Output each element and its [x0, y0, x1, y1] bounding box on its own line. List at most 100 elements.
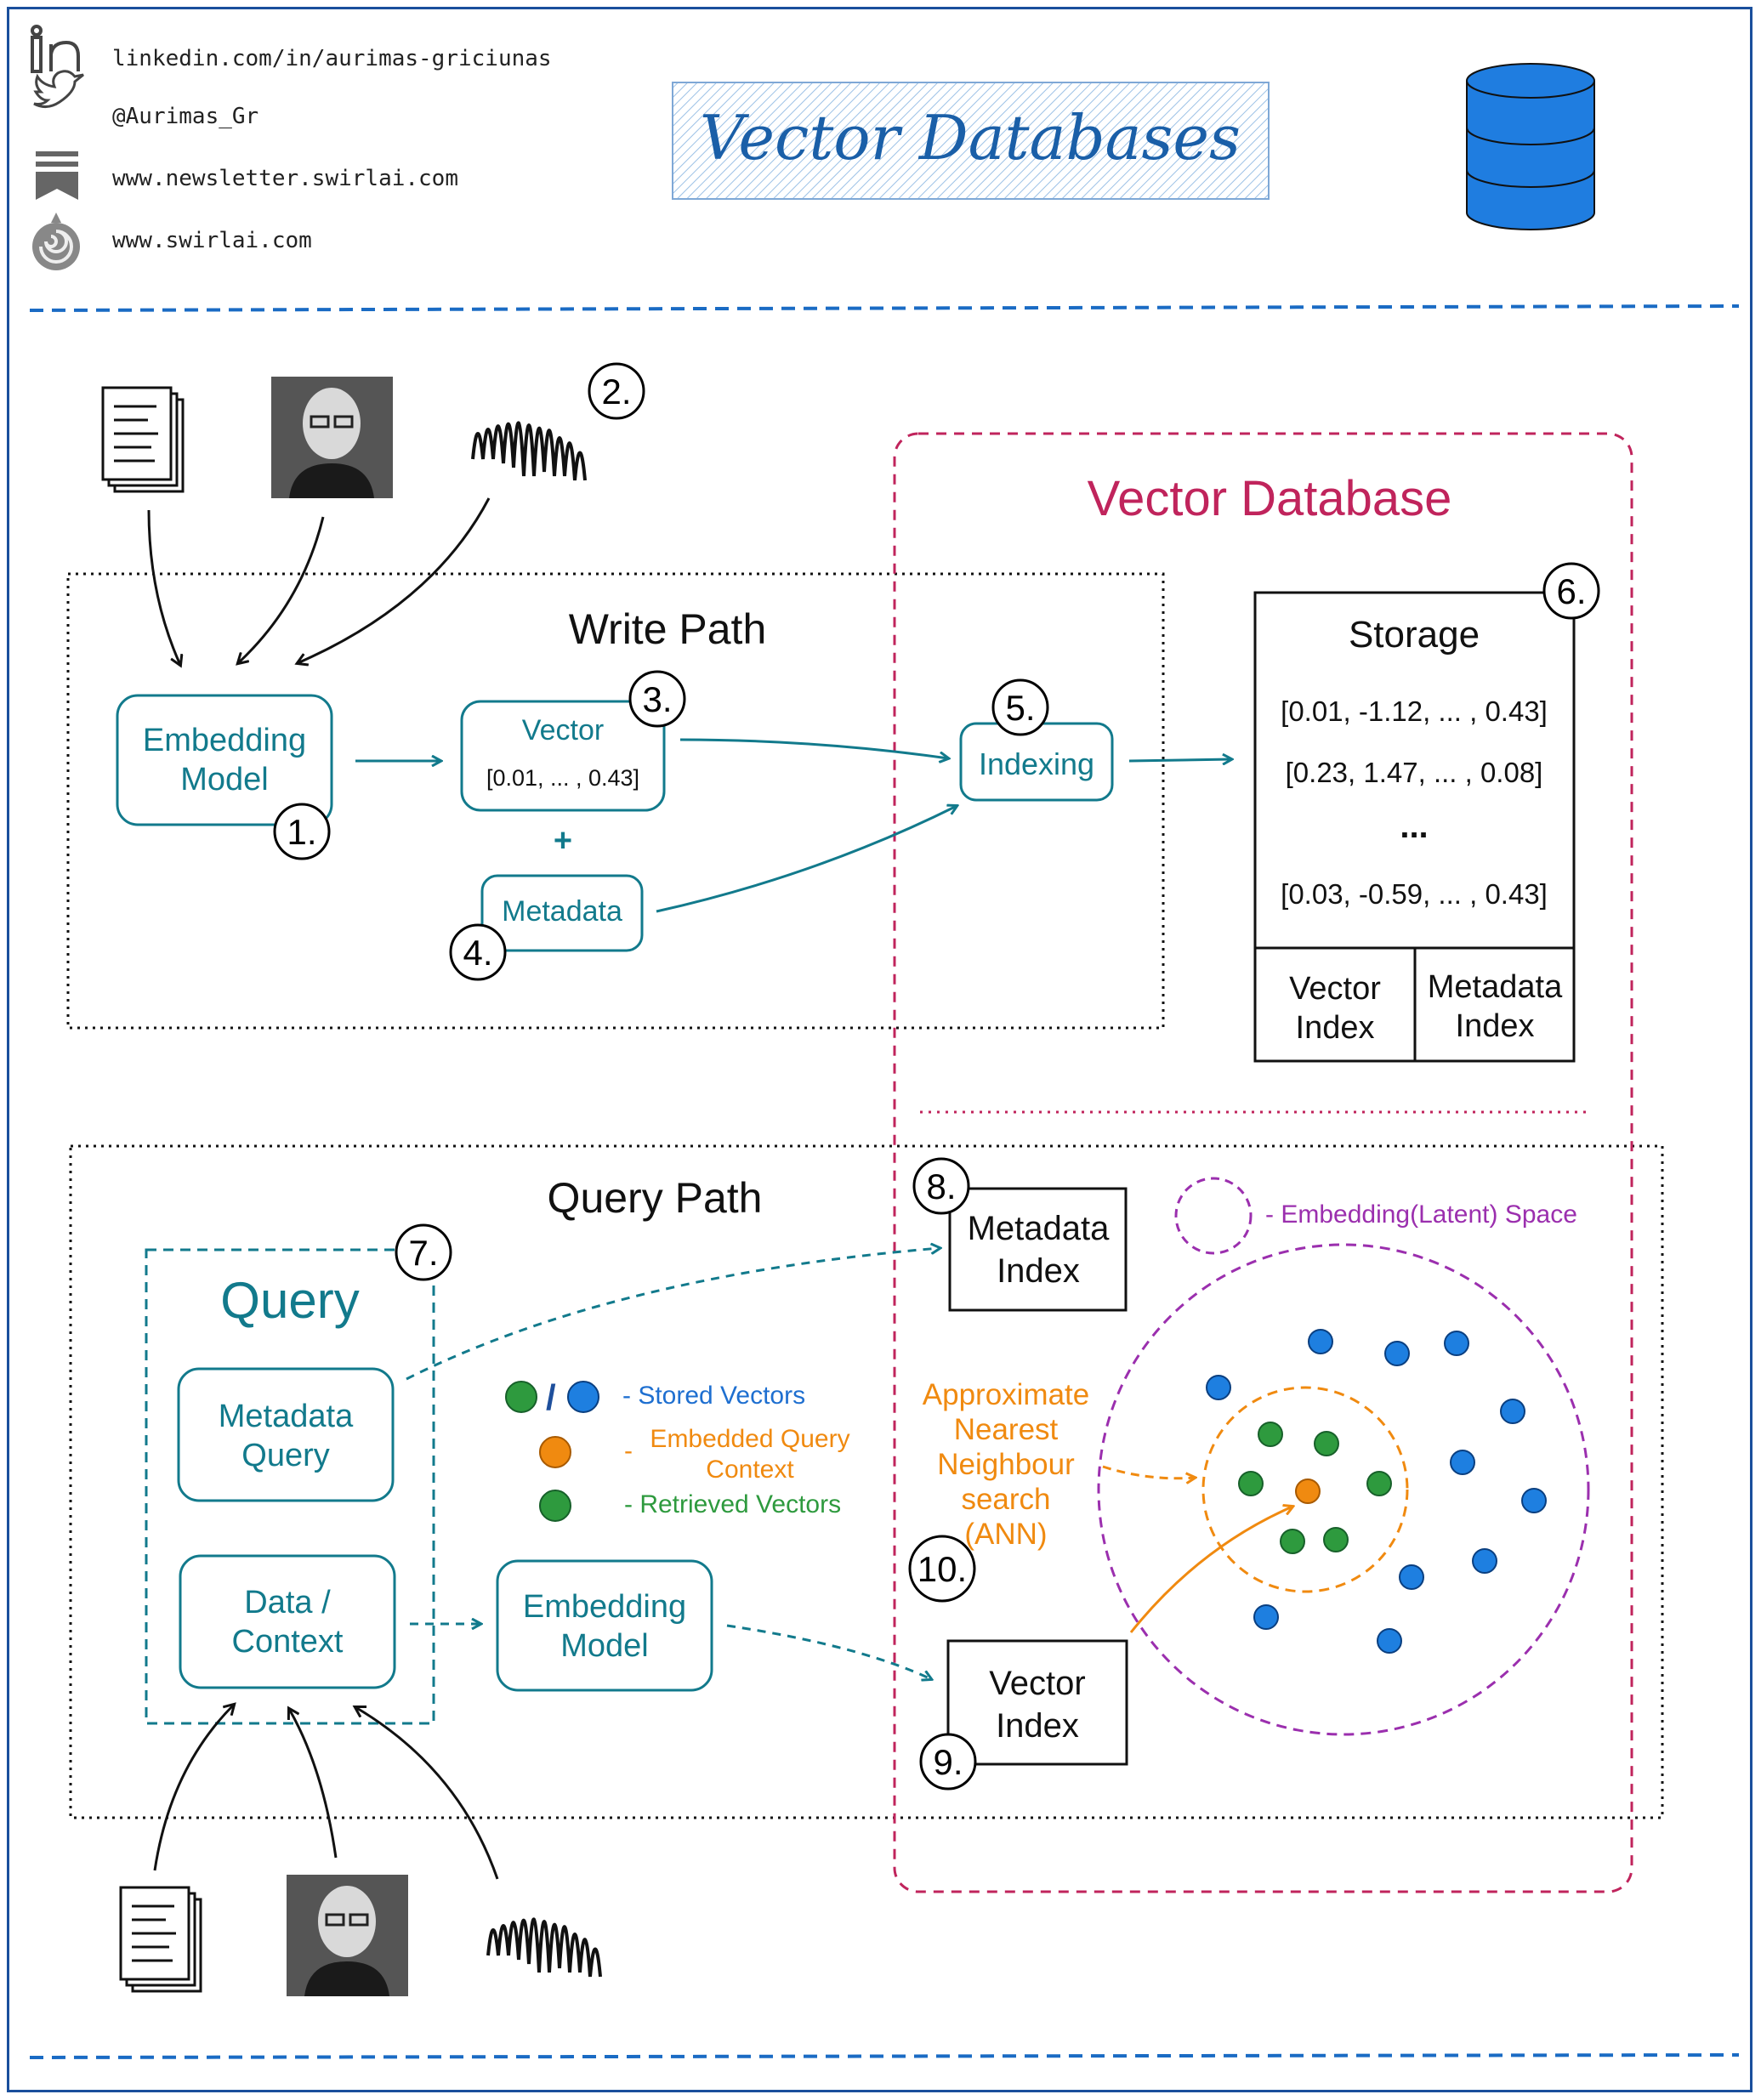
- query-metadata-index-line-2: Index: [997, 1252, 1080, 1290]
- bookmark-icon: [36, 151, 78, 200]
- doc-to-embedding-arrow: [147, 509, 180, 665]
- query-metadata-index-label: Metadata Index: [968, 1207, 1110, 1292]
- query-embedding-model-line-2: Model: [560, 1628, 649, 1664]
- stored-vector-point: [1472, 1548, 1497, 1574]
- query-metadata-index-line-1: Metadata: [967, 1210, 1110, 1247]
- stored-vector-point: [1308, 1329, 1333, 1354]
- metadata-query-label: Metadata Query: [219, 1397, 353, 1475]
- page-title: Vector Databases: [700, 102, 1241, 173]
- newsletter-link[interactable]: www.newsletter.swirlai.com: [112, 166, 458, 191]
- query-path-title: Query Path: [547, 1174, 763, 1222]
- ann-line-2: Nearest: [953, 1413, 1059, 1446]
- storage-metadata-index-line-1: Metadata: [1427, 969, 1563, 1005]
- database-icon: [1466, 63, 1595, 230]
- storage-metadata-index-line-2: Index: [1455, 1008, 1535, 1044]
- stored-vector-point: [1399, 1564, 1424, 1590]
- metadata-label: Metadata: [502, 895, 622, 928]
- query-vector-index-line-2: Index: [996, 1707, 1079, 1745]
- embedding-model-line-2: Model: [180, 762, 269, 797]
- stored-vector-point: [1206, 1375, 1231, 1400]
- legend-embedded-query-line-2: Context: [706, 1456, 794, 1484]
- legend-blue-dot: [567, 1381, 599, 1413]
- stored-vectors: [1206, 1329, 1547, 1654]
- retrieved-vector-point: [1280, 1529, 1305, 1554]
- doc-to-context-arrow: [153, 1705, 234, 1871]
- swirl-icon: [32, 213, 80, 270]
- indexing-label: Indexing: [978, 746, 1095, 781]
- metadata-to-indexing-arrow: [656, 806, 957, 913]
- person-photo: [271, 377, 393, 498]
- embedding-model-box: [116, 694, 333, 826]
- ann-line-4: search: [961, 1483, 1051, 1516]
- embedding-model-label: Embedding Model: [143, 721, 306, 799]
- data-context-label: Data / Context: [232, 1583, 344, 1661]
- retrieved-vector-point: [1314, 1431, 1339, 1456]
- storage-vector-index: [1253, 946, 1417, 1063]
- retrieved-vector-point: [1238, 1471, 1264, 1496]
- vector-database-region: [893, 432, 1633, 1893]
- query-path-region: [69, 1144, 1664, 1819]
- embedding-to-vector-index-arrow: [726, 1624, 931, 1679]
- legend-green-dot-retrieved: [539, 1490, 571, 1522]
- vector-index-to-query-point-arrow: [1129, 1507, 1292, 1633]
- badge-10: 10.: [908, 1535, 976, 1603]
- website-link[interactable]: www.swirlai.com: [112, 228, 312, 253]
- vector-label: Vector: [521, 714, 605, 746]
- query-region: [145, 1248, 435, 1725]
- vector-to-indexing-arrow: [679, 738, 948, 758]
- badge-7: 7.: [395, 1223, 452, 1281]
- storage-metadata-index: [1413, 946, 1576, 1063]
- retrieved-vector-point: [1366, 1471, 1392, 1496]
- query-vector-point: [1295, 1479, 1321, 1504]
- storage-row-ellipsis: ...: [1400, 808, 1429, 845]
- query-embedding-model-label: Embedding Model: [523, 1587, 686, 1666]
- legend-green-dot: [505, 1381, 537, 1413]
- indexing-to-storage-arrow: [1128, 759, 1231, 761]
- query-embedding-model-box: [496, 1559, 713, 1692]
- metadata-query-line-1: Metadata: [218, 1399, 354, 1434]
- ann-line-5: (ANN): [964, 1518, 1048, 1551]
- ann-line-3: Neighbour: [937, 1448, 1075, 1481]
- storage-row: [0.23, 1.47, ... , 0.08]: [1285, 757, 1543, 788]
- plus-sign: +: [553, 823, 573, 859]
- svg-text:8.: 8.: [926, 1166, 956, 1206]
- stored-vector-point: [1377, 1628, 1402, 1654]
- latent-space-legend-circle: [1174, 1177, 1253, 1255]
- data-context-line-2: Context: [231, 1624, 344, 1660]
- badge-9: 9.: [919, 1733, 977, 1791]
- page-frame: [7, 7, 1752, 2092]
- storage-title: Storage: [1348, 614, 1480, 656]
- badge-6: 6.: [1542, 562, 1600, 620]
- header-divider: [29, 304, 1740, 312]
- document-icon: [101, 386, 185, 493]
- legend-embedded-query: Embedded Query Context: [650, 1424, 849, 1485]
- badge-3: 3.: [628, 670, 686, 728]
- storage-vector-index-line-1: Vector: [1289, 971, 1381, 1007]
- embedding-space-circle: [1097, 1243, 1590, 1736]
- storage-row: [0.01, -1.12, ... , 0.43]: [1281, 695, 1548, 727]
- svg-text:10.: 10.: [917, 1549, 967, 1589]
- query-vector-index-label: Vector Index: [989, 1662, 1085, 1747]
- ann-arrow: [1102, 1465, 1195, 1479]
- retrieved-vector-point: [1258, 1422, 1283, 1447]
- document-icon-query: [119, 1886, 202, 1993]
- badge-8: 8.: [912, 1157, 970, 1215]
- query-vector-index-box: [946, 1639, 1128, 1766]
- badge-4: 4.: [449, 923, 507, 981]
- linkedin-link[interactable]: linkedin.com/in/aurimas-griciunas: [112, 46, 552, 71]
- stored-vector-point: [1384, 1341, 1410, 1366]
- metadata-query-line-2: Query: [241, 1438, 330, 1473]
- stored-vector-point: [1444, 1331, 1469, 1356]
- stored-vector-point: [1500, 1399, 1525, 1424]
- legend-separator: /: [546, 1377, 556, 1417]
- twitter-handle[interactable]: @Aurimas_Gr: [112, 104, 259, 129]
- storage-row: [0.03, -0.59, ... , 0.43]: [1281, 878, 1548, 910]
- photo-to-context-arrow: [289, 1709, 338, 1859]
- retrieved-vector-point: [1323, 1527, 1349, 1552]
- legend-embedded-dash: -: [624, 1437, 633, 1465]
- data-context-line-1: Data /: [244, 1585, 331, 1620]
- audio-to-embedding-arrow: [298, 497, 491, 663]
- vector-database-title: Vector Database: [1087, 471, 1452, 526]
